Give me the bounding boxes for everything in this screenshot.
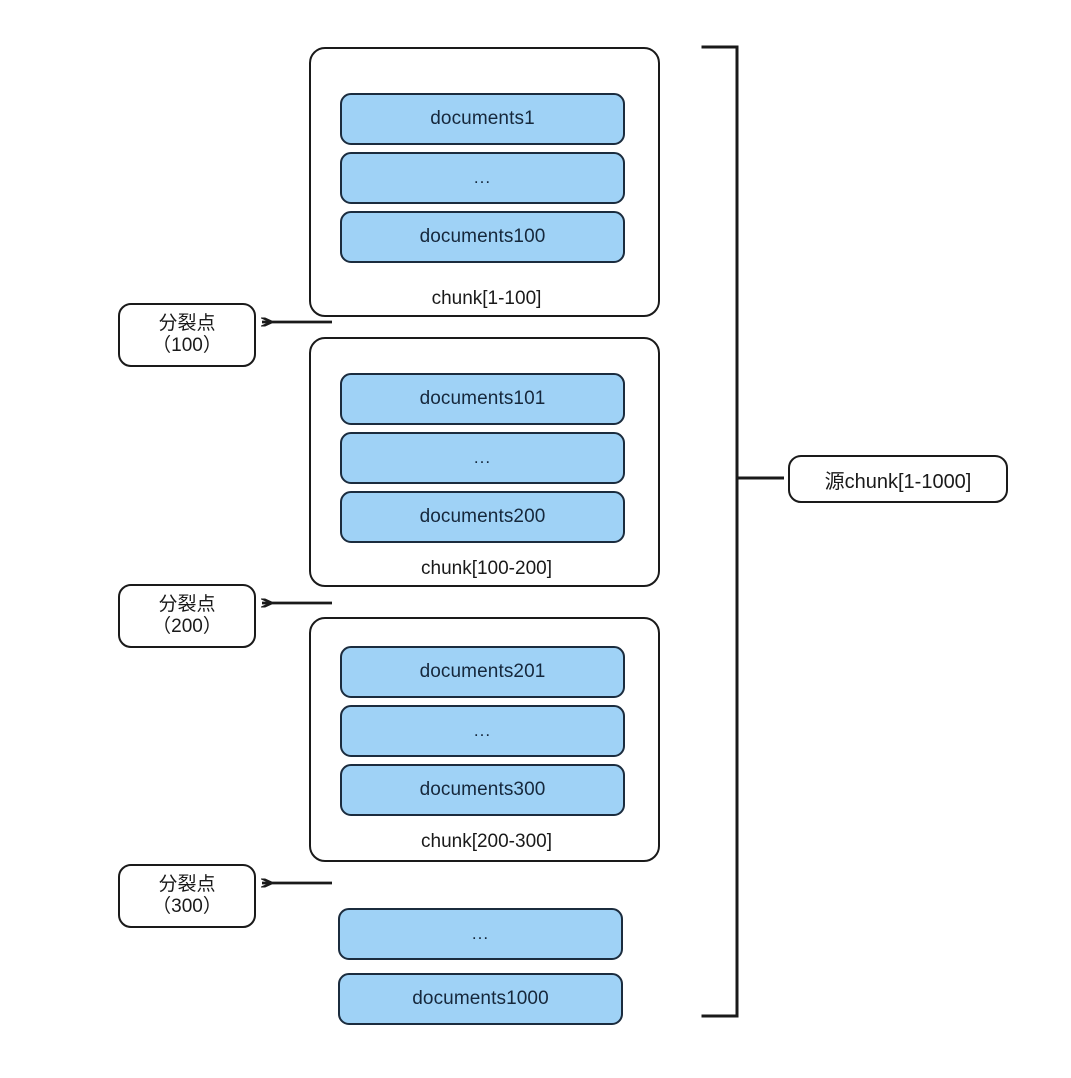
- source-chunk-box[interactable]: 源chunk[1-1000]: [788, 455, 1008, 503]
- split-point-title: 分裂点: [158, 873, 216, 895]
- document-pill-ellipsis[interactable]: ...: [338, 908, 623, 960]
- chunk-label: chunk[100-200]: [421, 558, 552, 579]
- source-chunk-label: 源chunk[1-1000]: [824, 470, 972, 493]
- document-pill[interactable]: documents100: [340, 211, 625, 263]
- document-pill-ellipsis[interactable]: ...: [340, 705, 625, 757]
- chunk-group-2: documents101 ... documents200 chunk[100-…: [309, 337, 660, 587]
- split-point-title: 分裂点: [158, 593, 216, 615]
- chunk-label: chunk[1-100]: [431, 288, 542, 309]
- document-pill[interactable]: documents101: [340, 373, 625, 425]
- document-pill-ellipsis[interactable]: ...: [340, 152, 625, 204]
- split-point-200[interactable]: 分裂点 （200）: [118, 584, 256, 648]
- split-point-value: （200）: [152, 616, 222, 637]
- document-pill[interactable]: documents1000: [338, 973, 623, 1025]
- document-pill-ellipsis[interactable]: ...: [340, 432, 625, 484]
- document-pill[interactable]: documents201: [340, 646, 625, 698]
- split-point-title: 分裂点: [158, 312, 216, 334]
- document-pill[interactable]: documents1: [340, 93, 625, 145]
- split-point-value: （300）: [152, 896, 222, 917]
- chunk-group-tail: ... documents1000: [309, 908, 660, 1028]
- chunk-label: chunk[200-300]: [421, 831, 552, 852]
- document-pill[interactable]: documents200: [340, 491, 625, 543]
- split-point-300[interactable]: 分裂点 （300）: [118, 864, 256, 928]
- chunk-group-1: documents1 ... documents100 chunk[1-100]: [309, 47, 660, 317]
- split-point-100[interactable]: 分裂点 （100）: [118, 303, 256, 367]
- split-point-value: （100）: [152, 335, 222, 356]
- document-pill[interactable]: documents300: [340, 764, 625, 816]
- right-brace-icon: [701, 45, 784, 1018]
- chunk-group-3: documents201 ... documents300 chunk[200-…: [309, 617, 660, 862]
